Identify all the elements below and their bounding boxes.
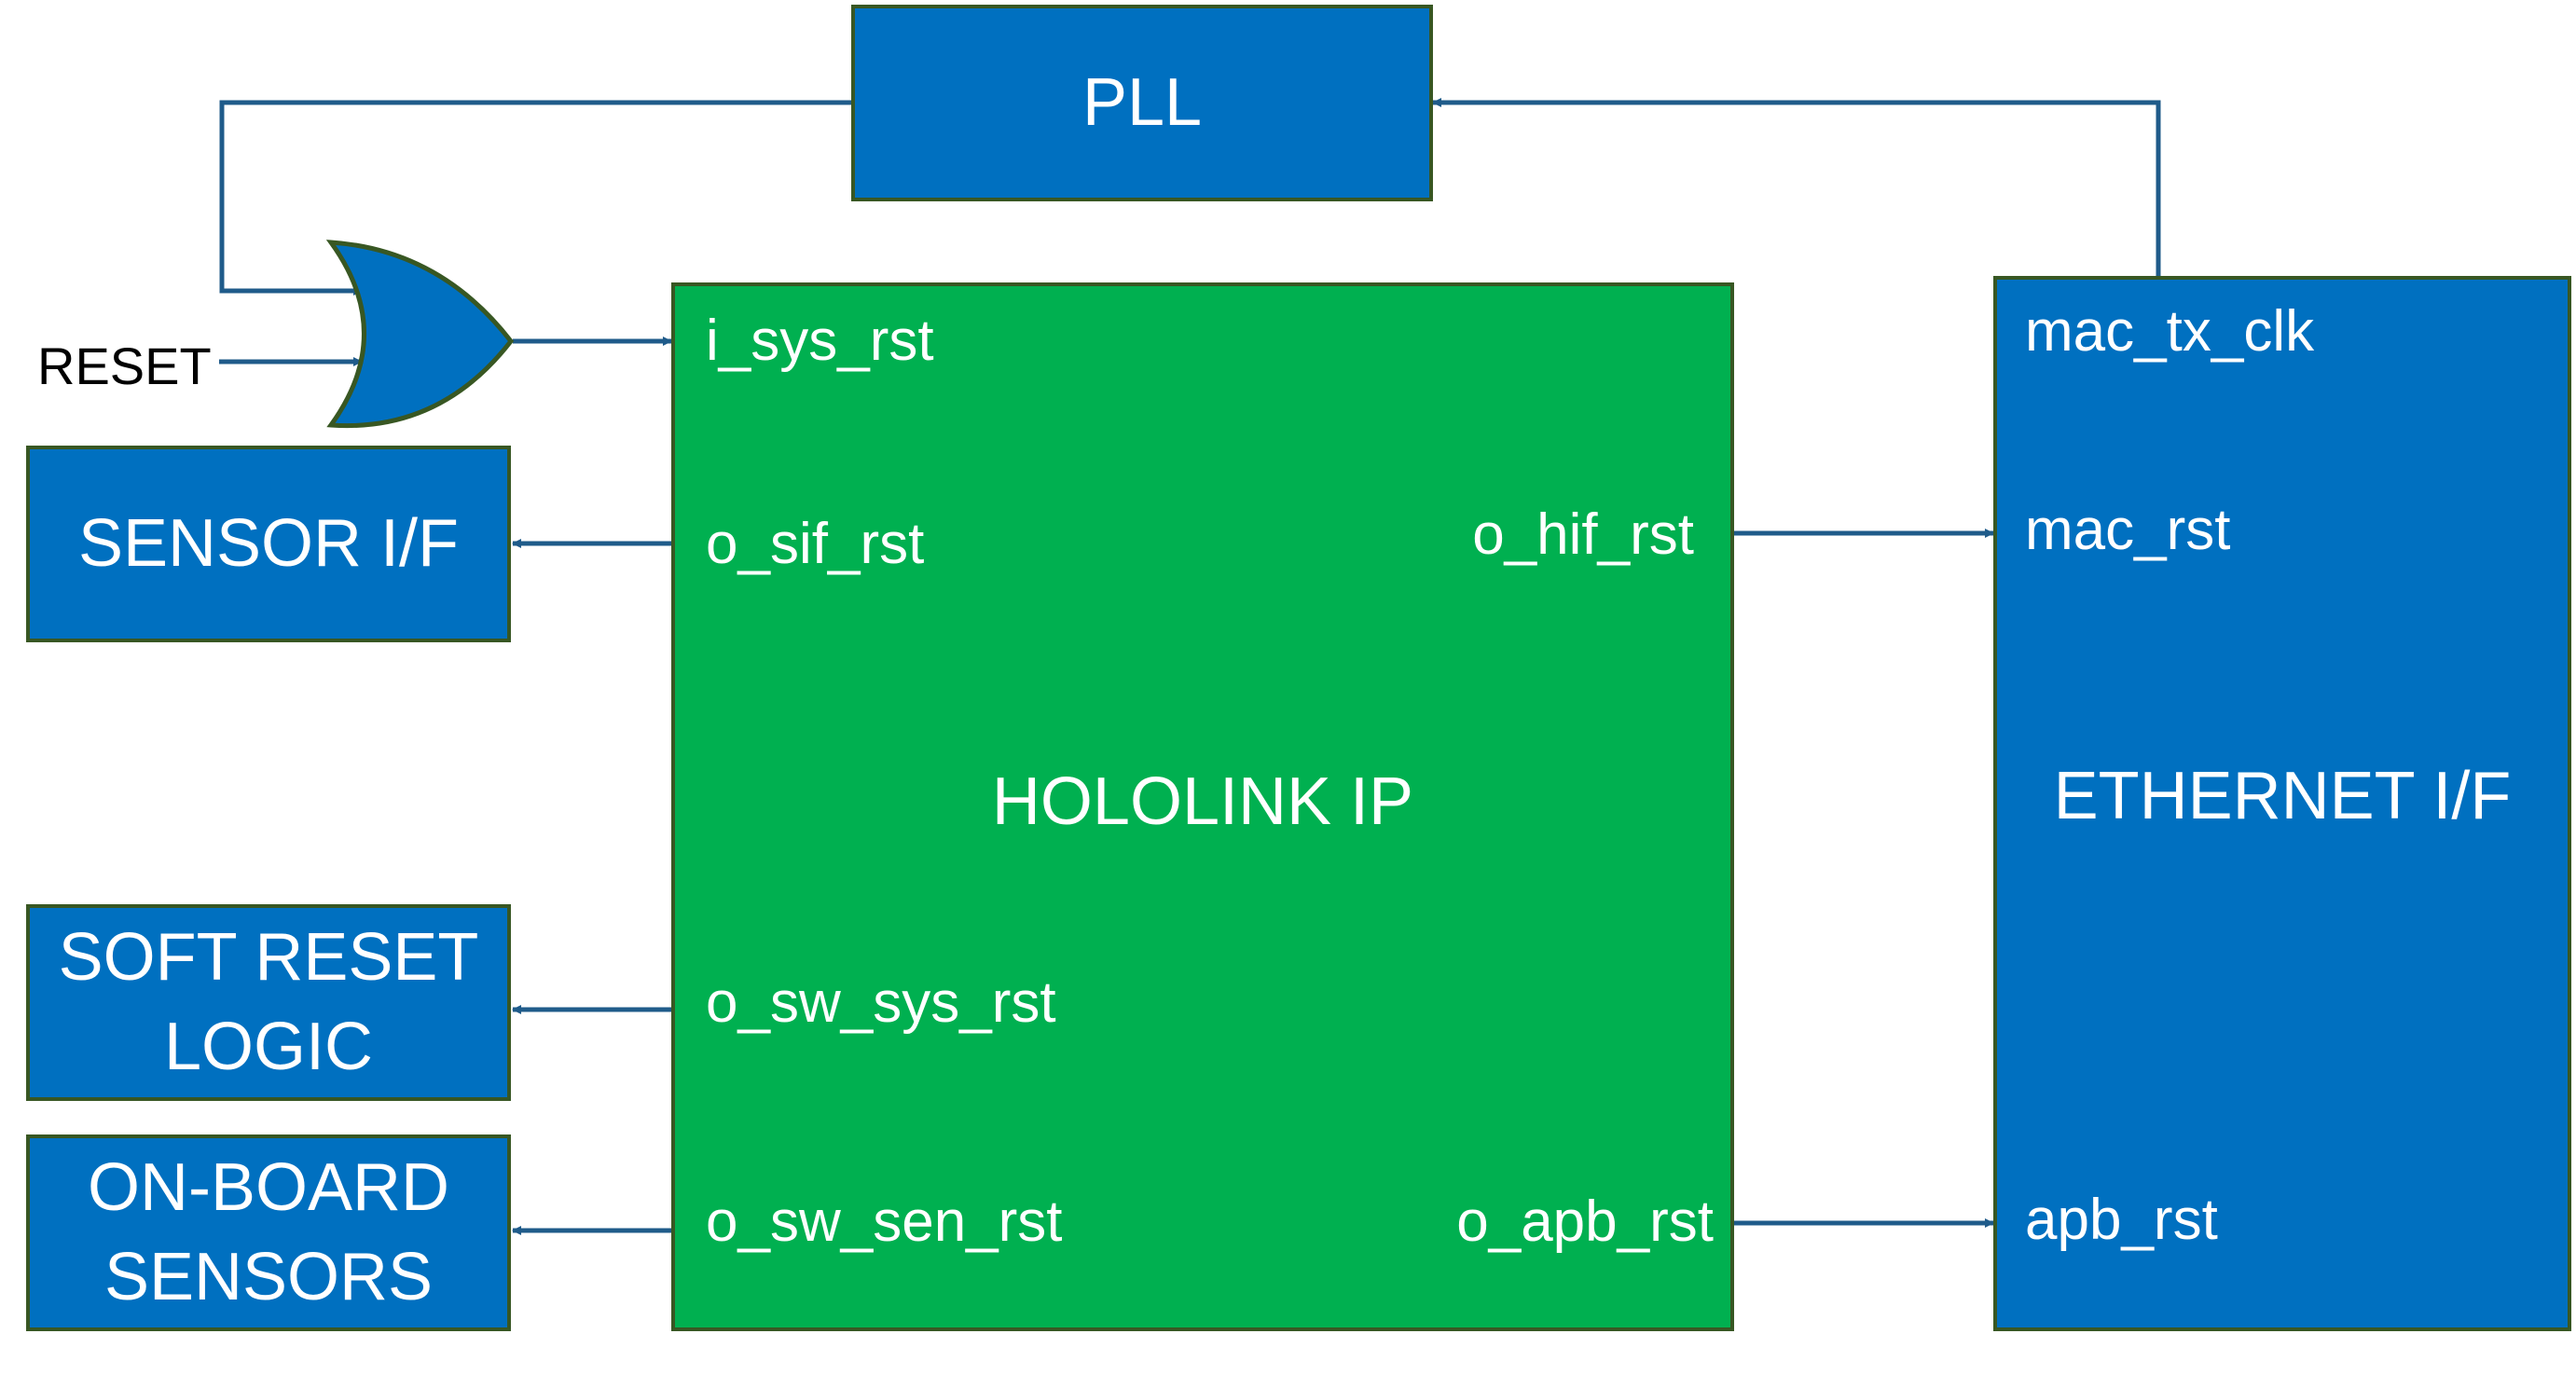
- ethernet-if-label: ETHERNET I/F: [2053, 759, 2512, 834]
- onboard-sensors-block: ON-BOARD SENSORS: [26, 1134, 511, 1331]
- port-mac-tx-clk: mac_tx_clk: [2025, 299, 2315, 364]
- port-o-hif-rst: o_hif_rst: [1472, 502, 1694, 567]
- mac-tx-clk-to-pll-wire: [1432, 98, 2161, 298]
- hololink-ip-label: HOLOLINK IP: [991, 763, 1414, 839]
- port-mac-rst: mac_rst: [2025, 498, 2231, 562]
- port-o-sif-rst: o_sif_rst: [706, 512, 925, 576]
- onboard-sensors-label: ON-BOARD SENSORS: [87, 1150, 450, 1314]
- sensor-if-block: SENSOR I/F: [26, 446, 511, 642]
- hololink-ip-block: HOLOLINK IP: [671, 282, 1734, 1331]
- sensor-if-label: SENSOR I/F: [77, 505, 460, 581]
- soft-reset-logic-block: SOFT RESET LOGIC: [26, 904, 511, 1101]
- port-o-sw-sys-rst: o_sw_sys_rst: [706, 970, 1056, 1035]
- port-o-apb-rst: o_apb_rst: [1456, 1189, 1714, 1254]
- pll-label: PLL: [1081, 64, 1203, 140]
- port-apb-rst: apb_rst: [2025, 1188, 2218, 1252]
- port-o-sw-sen-rst: o_sw_sen_rst: [706, 1189, 1063, 1254]
- port-i-sys-rst: i_sys_rst: [706, 309, 934, 373]
- reset-input-label: RESET: [37, 337, 212, 395]
- pll-to-gate-wire: [219, 100, 851, 296]
- soft-reset-logic-label: SOFT RESET LOGIC: [58, 920, 479, 1084]
- or-gate-icon: [325, 240, 515, 429]
- pll-block: PLL: [851, 5, 1433, 201]
- ethernet-if-block: ETHERNET I/F: [1993, 276, 2571, 1331]
